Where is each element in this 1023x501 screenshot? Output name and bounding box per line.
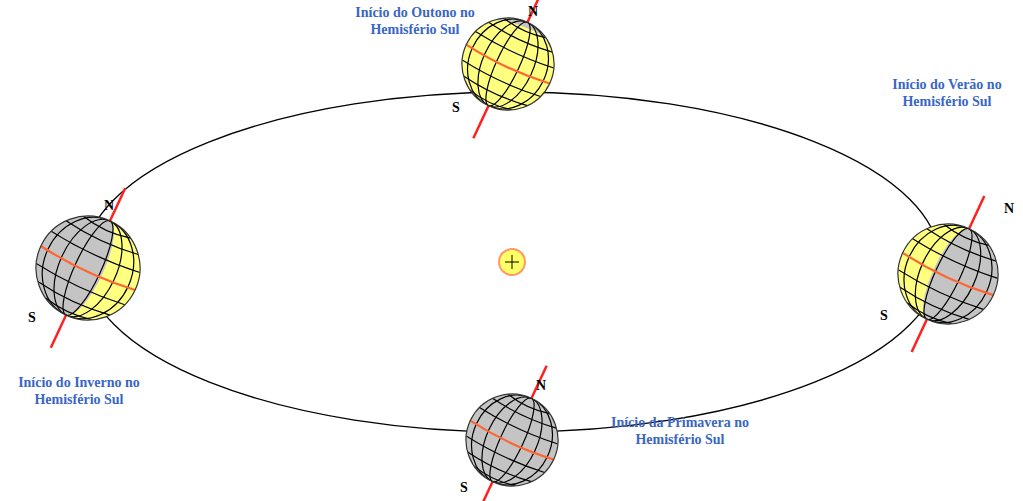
season-caption: Início da Primavera no Hemisfério Sul: [600, 414, 760, 448]
globe-outline: [19, 199, 157, 337]
globe-meridian: [26, 202, 150, 334]
earth-globe: [436, 346, 589, 501]
globe-shade: [479, 377, 545, 427]
globe-meridian: [466, 12, 551, 117]
globe-meridian: [40, 209, 136, 327]
globe-fill: [447, 3, 569, 125]
globe-meridian: [478, 17, 538, 110]
globe-parallel: [491, 398, 556, 430]
pole-letter: N: [1004, 201, 1018, 217]
pole-letter: S: [460, 480, 474, 496]
globe-parallel: [487, 22, 552, 54]
globe-parallel: [65, 221, 139, 257]
globe-meridian: [470, 388, 555, 493]
sun-disc: [499, 249, 525, 275]
pole-letter: N: [528, 4, 542, 20]
globe-meridian: [888, 211, 1007, 338]
pole-letter: N: [104, 198, 118, 214]
pole-letter: N: [536, 378, 550, 394]
season-caption: Início do Outono no Hemisfério Sul: [340, 4, 490, 38]
earth-globe: [865, 174, 1023, 373]
pole-letter: S: [28, 310, 42, 326]
globe-meridian: [902, 217, 994, 331]
pole-letter: S: [452, 100, 466, 116]
globe-equator: [39, 246, 135, 293]
globe-meridian: [482, 393, 542, 486]
globe-body: [19, 199, 159, 338]
globe-fill: [451, 379, 573, 501]
globe-equator: [469, 421, 554, 463]
globe-meridian: [457, 382, 567, 498]
globe-outline: [447, 3, 569, 125]
globe-equator: [465, 45, 550, 87]
globe-outline: [882, 208, 1015, 341]
earth-globe: [4, 166, 174, 370]
globe-parallel: [926, 229, 997, 264]
sun-symbol: [499, 249, 525, 275]
globe-meridian: [916, 223, 981, 324]
globe-equator: [901, 253, 993, 298]
orbit-ellipse: [84, 92, 940, 432]
globe-outline: [451, 379, 573, 501]
globe-body: [880, 207, 1015, 341]
globe-shade: [477, 1, 570, 61]
globe-body: [451, 377, 574, 501]
season-caption: Início do Verão no Hemisfério Sul: [876, 76, 1018, 110]
globe-meridian: [54, 215, 122, 320]
sun-cross: [505, 255, 519, 269]
pole-letter: S: [880, 308, 894, 324]
globe-meridian: [453, 6, 563, 122]
season-caption: Início do Inverno no Hemisfério Sul: [4, 374, 154, 408]
